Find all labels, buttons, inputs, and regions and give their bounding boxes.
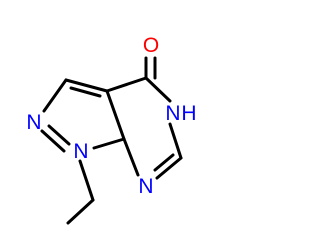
bond-n1-c7a	[92, 137, 126, 150]
bond-c3a-c4	[105, 76, 148, 93]
atom-label-n1: N	[73, 140, 88, 163]
bond-n2-n1-inner	[47, 124, 71, 146]
bond-n5-c6	[168, 122, 183, 160]
bond-c6-n7	[155, 156, 183, 180]
bond-c3-n2	[42, 78, 68, 113]
bond-c3a-c7a	[105, 89, 126, 141]
atom-label-n2: N	[26, 111, 41, 134]
bond-c3a-c3-inner	[69, 86, 102, 98]
bond-c3a-c3	[64, 78, 109, 93]
atom-label-n5: N	[165, 102, 180, 125]
molecule-structure-diagram: O N H N N N	[26, 34, 197, 225]
atom-label-o: O	[143, 34, 159, 57]
bond-n7-c7a	[122, 137, 140, 177]
bond-n2-n1	[40, 129, 66, 153]
atom-label-n7: N	[138, 175, 153, 198]
atom-labels: O N H N N N	[26, 34, 196, 198]
bond-n1-ch2	[78, 159, 95, 202]
bond-c4-n5	[144, 76, 172, 103]
atom-label-h: H	[181, 102, 196, 125]
bond-c6-n7-inner	[153, 153, 175, 172]
bond-ch2-ch3	[66, 198, 95, 225]
bonds	[40, 56, 183, 225]
